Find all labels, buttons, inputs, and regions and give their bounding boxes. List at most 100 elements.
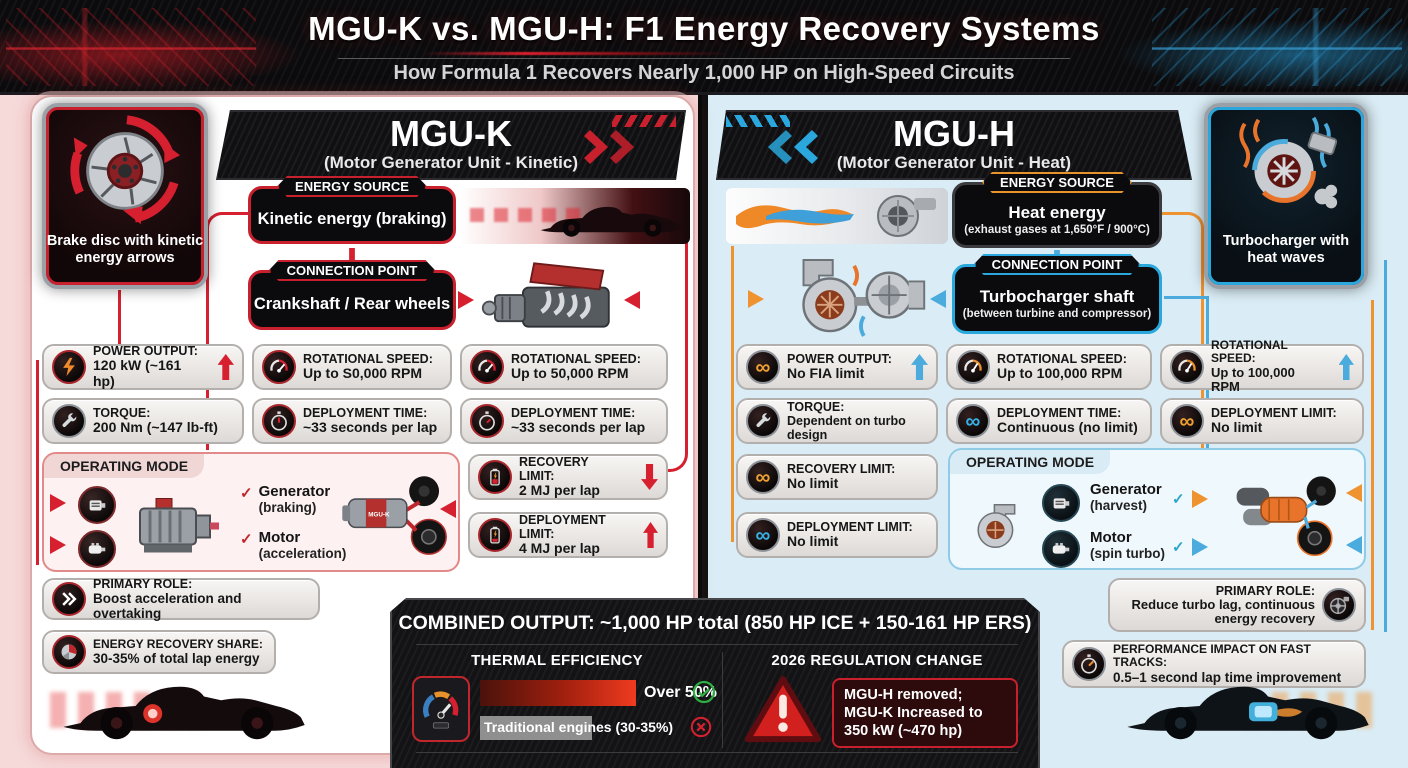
speed-streak-strip <box>460 188 690 244</box>
energy-recovery-share-badge: ENERGY RECOVERY SHARE: 30-35% of total l… <box>42 630 276 674</box>
stripe-decor <box>726 115 790 127</box>
mgu-k-title: MGU-K <box>390 113 512 154</box>
pie-chart-icon <box>52 635 86 669</box>
check-icon: ✓ <box>1172 539 1185 556</box>
battery-icon <box>478 460 512 494</box>
arrow-into-turbo-left <box>748 290 764 308</box>
check-icon: ✓ <box>240 531 253 548</box>
connector-tube <box>1162 212 1204 448</box>
mgu-k-energy-source-box: ENERGY SOURCE Kinetic energy (braking) <box>248 186 456 244</box>
infinity-icon: ∞ <box>746 460 780 494</box>
lightning-icon <box>52 350 86 384</box>
energy-source-label: ENERGY SOURCE <box>277 176 427 197</box>
chevrons-icon <box>52 582 86 616</box>
mgu-k-car-graphic <box>50 666 320 748</box>
stat-rotational-speed-h2: ROTATIONAL SPEED: Up to 100,000 RPM <box>1160 338 1364 394</box>
mode-motor-row: ✓ Motor (acceleration) <box>240 529 347 561</box>
regulation-heading: 2026 REGULATION CHANGE <box>771 652 983 669</box>
operating-mode-label: OPERATING MODE <box>44 454 205 478</box>
speed-lines <box>470 208 590 222</box>
stopwatch-icon <box>262 404 296 438</box>
primary-role-badge-h: PRIMARY ROLE: Reduce turbo lag, continuo… <box>1108 578 1366 632</box>
motor-chip-icon <box>1042 530 1080 568</box>
up-arrow-icon <box>643 522 658 548</box>
circuit-decor-left <box>6 8 256 86</box>
connection-point-label: CONNECTION POINT <box>269 260 436 281</box>
infinity-icon: ∞ <box>1170 404 1204 438</box>
mgu-h-icon-caption: Turbocharger with heat waves <box>1222 233 1350 267</box>
stat-torque-k: TORQUE: 200 Nm (~147 lb-ft) <box>42 398 244 444</box>
deployment-limit-badge-k: DEPLOYMENT LIMIT: 4 MJ per lap <box>468 512 668 558</box>
stat-deployment-time-k2: DEPLOYMENT TIME: ~33 seconds per lap <box>460 398 668 444</box>
connection-point-sub: (between turbine and compressor) <box>962 307 1152 320</box>
connector-tube <box>1371 300 1374 630</box>
connection-point-value: Crankshaft / Rear wheels <box>253 294 451 313</box>
connector-tube <box>118 290 121 344</box>
mode-generator-row: ✓ Generator (braking) <box>240 483 331 515</box>
combined-output-panel: COMBINED OUTPUT: ~1,000 HP total (850 HP… <box>390 598 1040 768</box>
energy-source-value: Heat energy <box>1008 202 1106 222</box>
f1-car-silhouette <box>540 206 681 237</box>
electric-motor-illustration <box>139 498 219 553</box>
stat-deployment-limit-h: ∞ DEPLOYMENT LIMIT: No limit <box>1160 398 1364 444</box>
page-title: MGU-K vs. MGU-H: F1 Energy Recovery Syst… <box>308 10 1100 47</box>
mgu-k-icon-caption: Brake disc with kinetic energy arrows <box>46 233 204 267</box>
stat-power-output-k: POWER OUTPUT: 120 kW (~161 hp) <box>42 344 244 390</box>
title-glow-line <box>422 52 733 55</box>
mgu-h-connection-point-box: CONNECTION POINT Turbocharger shaft (bet… <box>952 264 1162 334</box>
mgu-h-car-graphic <box>1118 666 1384 748</box>
divider <box>416 644 1018 645</box>
title-divider <box>337 58 1071 59</box>
primary-role-badge-k: PRIMARY ROLE: Boost acceleration and ove… <box>42 577 320 621</box>
f1-car-silhouette <box>63 686 305 740</box>
infinity-icon: ∞ <box>956 404 990 438</box>
generator-chip-icon <box>1042 484 1080 522</box>
turbocharger-illustration <box>802 259 926 337</box>
mode-motor-row: Motor (spin turbo) <box>1090 529 1165 561</box>
divider <box>722 652 723 748</box>
connector-tube <box>1384 260 1387 632</box>
chevrons-left-icon <box>760 128 818 166</box>
stat-power-output-h: ∞ POWER OUTPUT: No FIA limit <box>736 344 938 390</box>
warning-triangle-icon <box>744 674 822 746</box>
stat-rotational-speed-k1: ROTATIONAL SPEED: Up to S0,000 RPM <box>252 344 452 390</box>
mgu-h-operating-mode-box: OPERATING MODE Generator (harvest) ✓ Mot… <box>948 448 1366 570</box>
down-arrow-icon <box>641 464 658 490</box>
mgu-k-subtitle: (Motor Generator Unit - Kinetic) <box>323 152 579 172</box>
mgu-k-header: MGU-K (Motor Generator Unit - Kinetic) <box>216 110 686 180</box>
turbocharger-icon <box>1239 116 1338 209</box>
recovery-limit-badge-k: RECOVERY LIMIT: 2 MJ per lap <box>468 454 668 500</box>
combined-title: COMBINED OUTPUT: ~1,000 HP total (850 HP… <box>398 612 1032 634</box>
efficiency-bar-traditional <box>480 716 592 740</box>
engine-illustration <box>481 262 610 328</box>
up-arrow-icon <box>911 354 928 380</box>
gauge-icon <box>956 350 990 384</box>
turbo-small-illustration <box>977 503 1016 549</box>
mgu-h-icon-card: Turbocharger with heat waves <box>1204 103 1368 289</box>
mgu-k-connection-point-box: CONNECTION POINT Crankshaft / Rear wheel… <box>248 270 456 330</box>
stat-rotational-speed-k2: ROTATIONAL SPEED: Up to 50,000 RPM <box>460 344 668 390</box>
efficiency-row-traditional: Traditional engines (30-35%) <box>480 716 710 740</box>
traditional-efficiency-value: Traditional engines (30-35%) <box>484 719 674 735</box>
operating-mode-label: OPERATING MODE <box>950 450 1111 474</box>
check-circle-icon <box>692 680 716 704</box>
connection-point-value: Turbocharger shaft <box>979 286 1135 306</box>
in-arrow-right <box>1346 484 1362 502</box>
connector-tube <box>206 212 248 450</box>
thermal-efficiency-heading: THERMAL EFFICIENCY <box>471 652 643 669</box>
energy-source-label: ENERGY SOURCE <box>982 172 1132 193</box>
in-arrow <box>50 536 66 554</box>
panel-divider <box>698 95 702 603</box>
infinity-icon: ∞ <box>746 350 780 384</box>
divider <box>416 752 1018 753</box>
infinity-icon: ∞ <box>746 518 780 552</box>
connector-tube <box>650 214 688 472</box>
page-subtitle: How Formula 1 Recovers Nearly 1,000 HP o… <box>393 62 1015 84</box>
efficiency-bar-modern <box>480 680 636 706</box>
flame-turbo-graphic <box>736 195 936 237</box>
mode-arrow <box>1192 490 1208 508</box>
f1-car-silhouette <box>1127 686 1369 740</box>
mgu-h-unit-illustration <box>1236 476 1336 557</box>
mgu-h-title: MGU-H <box>893 113 1015 154</box>
